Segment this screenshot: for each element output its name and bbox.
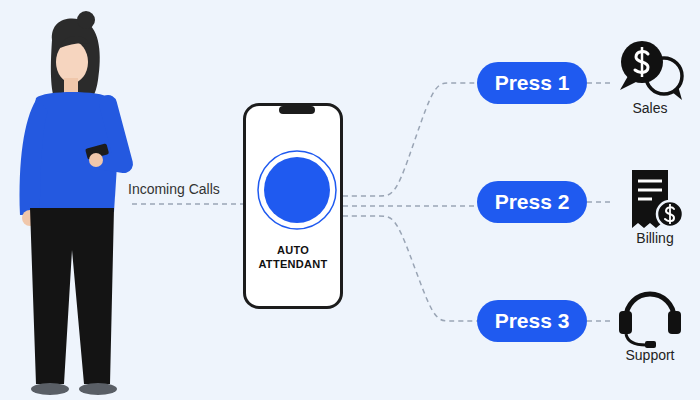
receipt-line	[638, 180, 662, 183]
menu-option-button: Press 1	[477, 62, 587, 104]
headband	[626, 294, 674, 318]
phone-notch	[279, 106, 315, 114]
option-label: Press 3	[495, 309, 570, 333]
menu-option-button: Press 2	[477, 181, 587, 223]
attendant-button	[264, 157, 330, 223]
ear-cup	[619, 311, 632, 334]
trousers	[30, 208, 114, 384]
receipt-line	[638, 198, 652, 201]
dashed-connector	[343, 216, 477, 321]
sales-icon	[620, 41, 682, 100]
attendant-ring	[258, 151, 336, 229]
coin	[657, 201, 683, 227]
left-shoe	[31, 383, 69, 395]
mic	[645, 341, 656, 348]
department-label: Sales	[632, 100, 667, 116]
mic-arm	[626, 334, 646, 345]
billing-icon	[632, 170, 683, 228]
department-node: Billing	[612, 168, 698, 246]
hair-fringe	[60, 36, 90, 48]
front-bubble-tail	[620, 76, 638, 90]
front-bubble	[621, 41, 663, 83]
dollar-stroke	[641, 47, 644, 77]
dashed-connector	[587, 201, 612, 203]
back-bubble-tail	[672, 86, 682, 100]
receipt-line	[638, 189, 662, 192]
phone-screen	[246, 106, 340, 306]
dashed-connector	[587, 320, 612, 322]
menu-option-button: Press 3	[477, 300, 587, 342]
person-figure	[20, 11, 124, 395]
flow-label: Incoming Calls	[128, 181, 220, 197]
incoming-call-line	[132, 203, 243, 205]
phone-body	[246, 106, 340, 306]
dashed-connector	[587, 82, 612, 84]
attendant-label: AUTO ATTENDANT	[251, 243, 335, 272]
department-label: Support	[625, 347, 674, 363]
hair-bun	[77, 11, 95, 29]
option-label: Press 1	[495, 71, 570, 95]
auto-attendant-phone: AUTO ATTENDANT	[243, 103, 343, 309]
department-label: Billing	[636, 230, 673, 246]
right-hand	[89, 153, 103, 167]
ear-cup	[668, 311, 681, 334]
coin-dollar-stroke	[669, 204, 671, 224]
right-shoe	[79, 383, 117, 395]
dashed-connector	[343, 205, 477, 207]
support-icon	[619, 294, 681, 348]
department-node: Support	[612, 283, 688, 363]
dashed-connector	[343, 83, 477, 196]
option-label: Press 2	[495, 190, 570, 214]
left-arm	[20, 100, 48, 215]
department-node: Sales	[612, 38, 688, 116]
